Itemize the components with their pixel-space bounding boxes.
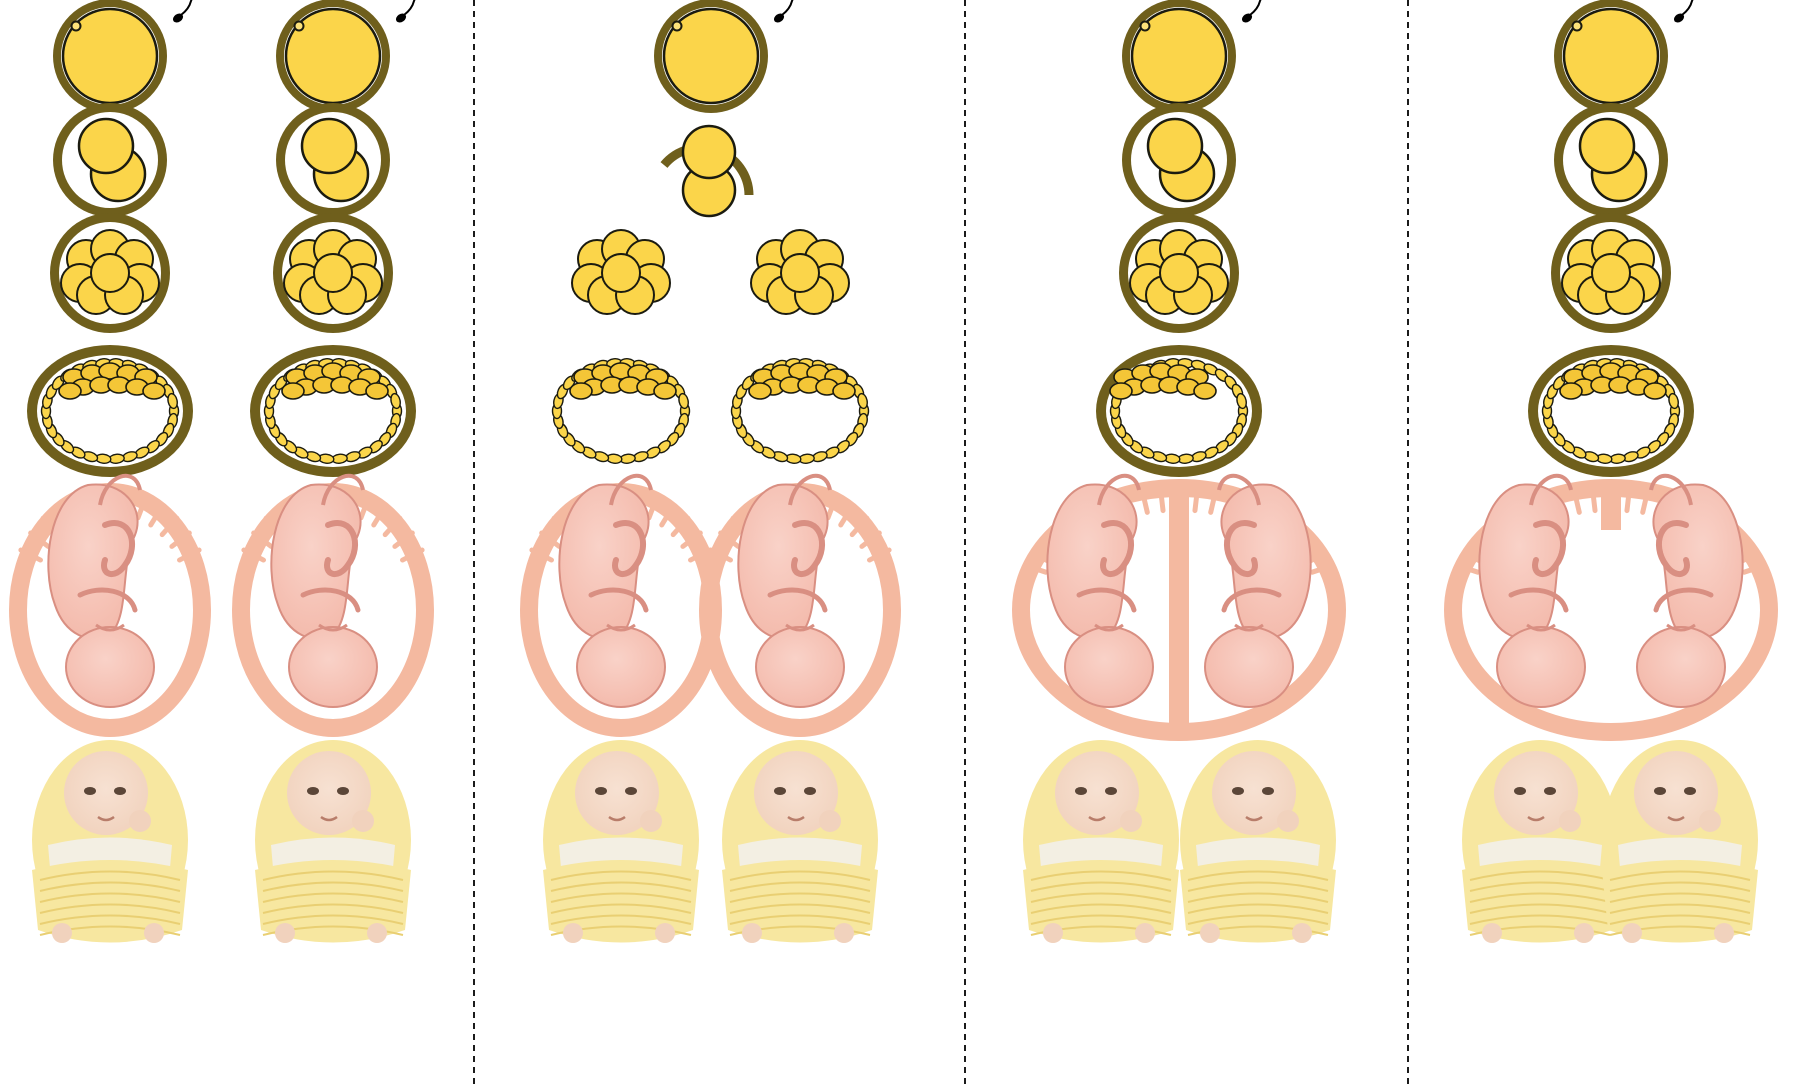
blastocyst-icon	[1096, 345, 1262, 477]
newborn-baby-icon	[255, 740, 411, 943]
newborn-baby-icon	[722, 740, 878, 943]
placenta-icon	[18, 476, 202, 728]
two-cell-embryo-icon	[664, 126, 749, 216]
fetus-icon	[1637, 476, 1743, 707]
fertilized-egg-icon	[276, 0, 424, 113]
placenta-icon	[708, 476, 892, 728]
morula-icon	[1119, 213, 1239, 333]
morula-icon	[572, 230, 670, 314]
newborn-baby-icon	[1462, 740, 1618, 943]
morula-icon	[1551, 213, 1671, 333]
newborn-baby-icon	[1023, 740, 1179, 943]
fetus-icon	[1205, 476, 1311, 707]
placenta-icon	[1021, 476, 1337, 732]
morula-icon	[50, 213, 170, 333]
fetus-icon	[1047, 476, 1153, 707]
sperm-icon	[394, 0, 424, 24]
fertilized-egg-icon	[53, 0, 201, 113]
newborn-baby-icon	[543, 740, 699, 943]
fertilized-egg-icon	[654, 0, 802, 113]
newborn-baby-icon	[1180, 740, 1336, 943]
fetus-icon	[1479, 476, 1585, 707]
placenta-icon	[241, 476, 425, 728]
two-cell-embryo-icon	[1554, 103, 1668, 217]
two-cell-embryo-icon	[53, 103, 167, 217]
two-cell-embryo-icon	[276, 103, 390, 217]
fertilized-egg-icon	[1554, 0, 1702, 113]
placenta-icon	[1453, 476, 1769, 732]
sperm-icon	[772, 0, 802, 24]
blastocyst-icon	[27, 345, 193, 477]
two-cell-embryo-icon	[1122, 103, 1236, 217]
placenta-icon	[529, 476, 713, 728]
fertilized-egg-icon	[1122, 0, 1270, 113]
sperm-icon	[171, 0, 201, 24]
sperm-icon	[1672, 0, 1702, 24]
newborn-baby-icon	[1602, 740, 1758, 943]
blastocyst-icon	[1528, 345, 1694, 477]
blastocyst-icon	[731, 358, 868, 464]
blastocyst-icon	[552, 358, 689, 464]
morula-icon	[751, 230, 849, 314]
blastocyst-icon	[250, 345, 416, 477]
morula-icon	[273, 213, 393, 333]
sperm-icon	[1240, 0, 1270, 24]
newborn-baby-icon	[32, 740, 188, 943]
